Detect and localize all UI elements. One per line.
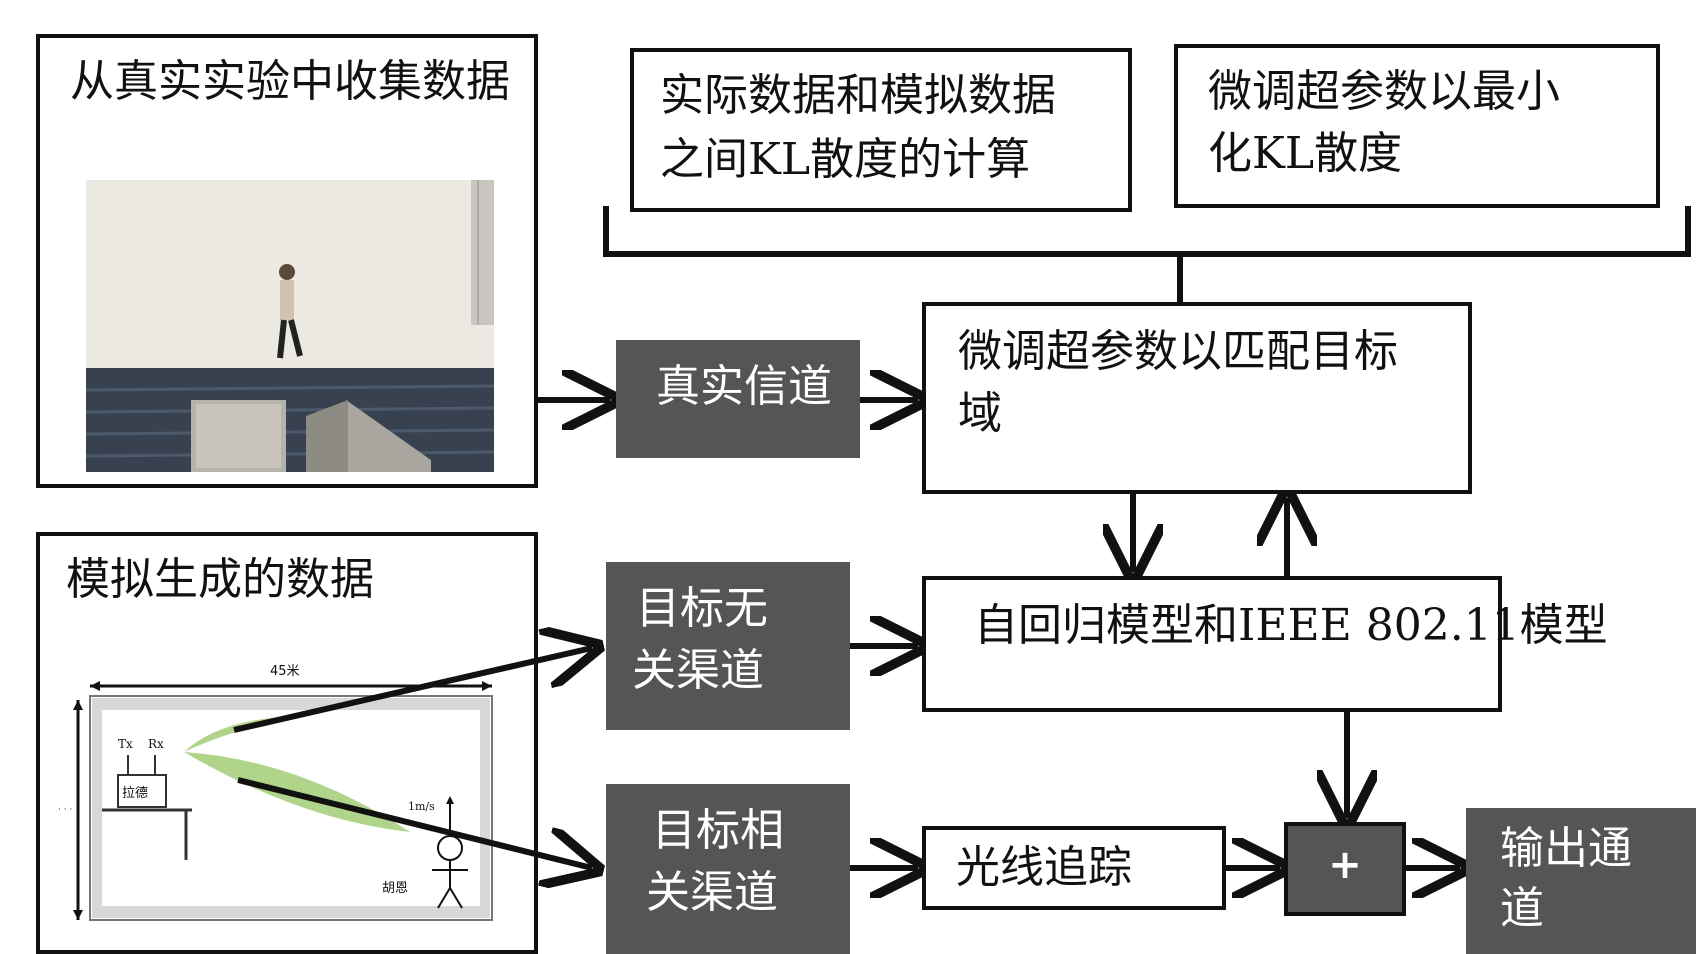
real-channel-label: 真实信道 <box>656 361 832 412</box>
ar-model-label: 自回归模型和IEEE 802.11模型 <box>974 600 1608 651</box>
output-channel-node: 输出通 道 <box>1466 808 1696 954</box>
output-channel-line2: 道 <box>1500 883 1544 934</box>
kl-minimize-line2: 化KL散度 <box>1208 128 1403 179</box>
real-data-panel: 从真实实验中收集数据 <box>36 34 538 488</box>
ray-tracing-box: 光线追踪 <box>922 826 1226 910</box>
kl-calculation-line2: 之间KL散度的计算 <box>660 134 1031 185</box>
ray-tracing-label: 光线追踪 <box>956 842 1132 893</box>
tx-label: Tx <box>118 737 133 751</box>
plus-label: + <box>1328 842 1362 888</box>
svg-text:· · ·: · · · <box>58 805 72 815</box>
top-bracket <box>603 206 1691 257</box>
relevant-channel-line2: 关渠道 <box>646 867 778 918</box>
plus-node: + <box>1284 822 1406 916</box>
person-label: 胡恩 <box>382 881 409 896</box>
room-photo <box>86 180 494 472</box>
tune-target-line1: 微调超参数以匹配目标 <box>958 326 1398 377</box>
device-label: 拉德 <box>122 786 149 801</box>
simulated-data-title: 模拟生成的数据 <box>66 554 374 605</box>
arrow-scene-to-irrelevant <box>233 648 592 733</box>
kl-calculation-box: 实际数据和模拟数据 之间KL散度的计算 <box>630 48 1132 212</box>
arrow-scene-to-relevant <box>237 777 592 868</box>
ar-model-box: 自回归模型和IEEE 802.11模型 <box>922 576 1608 712</box>
simulated-data-panel: 模拟生成的数据 <box>36 532 538 954</box>
room-width-label: 45米 <box>270 664 300 679</box>
irrelevant-channel-node: 目标无 关渠道 <box>606 562 850 730</box>
tune-target-box: 微调超参数以匹配目标 域 <box>922 302 1472 494</box>
irrelevant-channel-line2: 关渠道 <box>632 645 764 696</box>
output-channel-line1: 输出通 <box>1500 823 1632 874</box>
kl-minimize-box: 微调超参数以最小 化KL散度 <box>1174 44 1660 208</box>
tune-target-line2: 域 <box>958 388 1002 439</box>
real-channel-node: 真实信道 <box>616 340 860 458</box>
relevant-channel-node: 目标相 关渠道 <box>606 784 850 954</box>
rx-label: Rx <box>148 737 164 751</box>
kl-minimize-line1: 微调超参数以最小 <box>1208 66 1560 117</box>
real-data-title: 从真实实验中收集数据 <box>70 56 510 107</box>
kl-calculation-line1: 实际数据和模拟数据 <box>660 70 1056 121</box>
relevant-channel-line1: 目标相 <box>652 805 784 856</box>
irrelevant-channel-line1: 目标无 <box>636 583 768 634</box>
speed-label: 1m/s <box>408 800 435 813</box>
